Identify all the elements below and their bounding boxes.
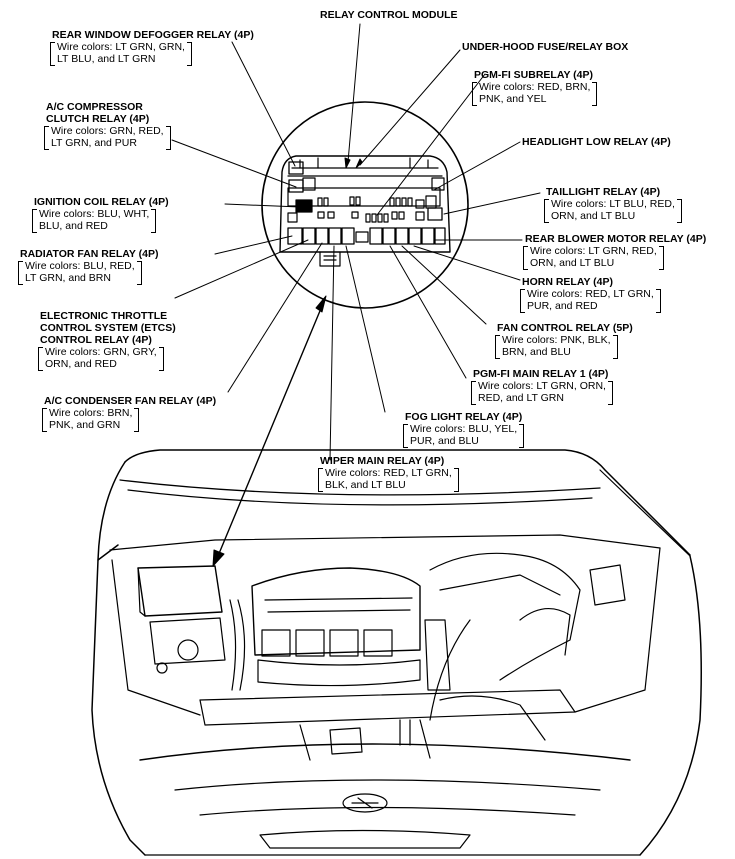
- rear-window-defogger-wire-colors: Wire colors: LT GRN, GRN, LT BLU, and LT…: [50, 41, 192, 66]
- etcs-control-relay-title-line: CONTROL RELAY (4P): [40, 334, 152, 346]
- radiator-fan-relay-label: RADIATOR FAN RELAY (4P) Wire colors: BLU…: [18, 248, 159, 285]
- ac-compressor-clutch-relay-title-line: A/C COMPRESSOR: [46, 101, 143, 113]
- ac-condenser-fan-relay-label: A/C CONDENSER FAN RELAY (4P) Wire colors…: [42, 395, 217, 432]
- wire-colors-line: Wire colors: BLU, YEL,: [410, 423, 518, 435]
- ignition-coil-relay-label: IGNITION COIL RELAY (4P) Wire colors: BL…: [32, 196, 169, 233]
- leader-lines: [171, 23, 541, 567]
- wire-colors-line: Wire colors: GRN, GRY,: [45, 346, 157, 358]
- horn-wire-colors: Wire colors: RED, LT GRN, PUR, and RED: [520, 288, 661, 313]
- fan-control-wire-colors: Wire colors: PNK, BLK, BRN, and BLU: [495, 334, 618, 359]
- wire-colors-line: LT GRN, and BRN: [25, 272, 111, 284]
- wire-colors-line: Wire colors: RED, BRN,: [479, 81, 591, 93]
- wire-colors-line: BRN, and BLU: [502, 346, 571, 358]
- fuse-box-label: UNDER-HOOD FUSE/RELAY BOX: [462, 41, 628, 53]
- wire-colors-line: Wire colors: LT GRN, ORN,: [478, 380, 606, 392]
- radiator-fan-wire-colors: Wire colors: BLU, RED, LT GRN, and BRN: [18, 260, 142, 285]
- relay-control-module-title: RELAY CONTROL MODULE: [320, 9, 458, 21]
- wire-colors-line: LT BLU, and LT GRN: [57, 53, 156, 65]
- wiper-main-wire-colors: Wire colors: RED, LT GRN, BLK, and LT BL…: [318, 467, 459, 492]
- wire-colors-line: Wire colors: BLU, RED,: [25, 260, 135, 272]
- wire-colors-line: Wire colors: RED, LT GRN,: [325, 467, 452, 479]
- wire-colors-line: Wire colors: GRN, RED,: [51, 125, 164, 137]
- wire-colors-line: ORN, and LT BLU: [551, 210, 636, 222]
- wire-colors-line: Wire colors: LT BLU, RED,: [551, 198, 675, 210]
- wire-colors-line: BLK, and LT BLU: [325, 479, 406, 491]
- wire-colors-line: ORN, and LT BLU: [530, 257, 615, 269]
- wire-colors-line: ORN, and RED: [45, 358, 117, 370]
- relay-control-module-label: RELAY CONTROL MODULE: [320, 9, 457, 21]
- rear-blower-motor-relay-title: REAR BLOWER MOTOR RELAY (4P): [525, 233, 707, 245]
- taillight-relay-label: TAILLIGHT RELAY (4P) Wire colors: LT BLU…: [544, 186, 682, 223]
- wire-colors-line: BLU, and RED: [39, 220, 108, 232]
- wire-colors-line: Wire colors: LT GRN, RED,: [530, 245, 657, 257]
- fuse-box-detail-circle: [261, 101, 469, 309]
- horn-relay-title: HORN RELAY (4P): [522, 276, 614, 288]
- fog-light-relay-label: FOG LIGHT RELAY (4P) Wire colors: BLU, Y…: [403, 411, 525, 448]
- wire-colors-line: Wire colors: BLU, WHT,: [39, 208, 150, 220]
- ac-compressor-clutch-relay-label: A/C COMPRESSOR CLUTCH RELAY (4P) Wire co…: [44, 101, 171, 150]
- pgm-fi-main-relay-1-wire-colors: Wire colors: LT GRN, ORN, RED, and LT GR…: [471, 380, 613, 405]
- fan-control-relay-label: FAN CONTROL RELAY (5P) Wire colors: PNK,…: [495, 322, 633, 359]
- taillight-wire-colors: Wire colors: LT BLU, RED, ORN, and LT BL…: [544, 198, 682, 223]
- fog-light-wire-colors: Wire colors: BLU, YEL, PUR, and BLU: [403, 423, 525, 448]
- wire-colors-line: PUR, and BLU: [410, 435, 479, 447]
- pgm-fi-subrelay-wire-colors: Wire colors: RED, BRN, PNK, and YEL: [472, 81, 598, 106]
- horn-relay-label: HORN RELAY (4P) Wire colors: RED, LT GRN…: [520, 276, 661, 313]
- pgm-fi-subrelay-label: PGM-FI SUBRELAY (4P) Wire colors: RED, B…: [472, 69, 598, 106]
- ignition-coil-wire-colors: Wire colors: BLU, WHT, BLU, and RED: [32, 208, 157, 233]
- etcs-control-relay-title-line: ELECTRONIC THROTTLE: [40, 310, 168, 322]
- ac-condenser-fan-relay-title: A/C CONDENSER FAN RELAY (4P): [44, 395, 217, 407]
- etcs-control-relay-title-line: CONTROL SYSTEM (ETCS): [40, 322, 176, 334]
- rear-blower-motor-wire-colors: Wire colors: LT GRN, RED, ORN, and LT BL…: [523, 245, 664, 270]
- pgm-fi-main-relay-1-title: PGM-FI MAIN RELAY 1 (4P): [473, 368, 609, 380]
- pgm-fi-subrelay-title: PGM-FI SUBRELAY (4P): [474, 69, 594, 81]
- wire-colors-line: RED, and LT GRN: [478, 392, 564, 404]
- wire-colors-line: LT GRN, and PUR: [51, 137, 137, 149]
- rear-blower-motor-relay-label: REAR BLOWER MOTOR RELAY (4P) Wire colors…: [523, 233, 707, 270]
- fan-control-relay-title: FAN CONTROL RELAY (5P): [497, 322, 633, 334]
- taillight-relay-title: TAILLIGHT RELAY (4P): [546, 186, 661, 198]
- radiator-fan-relay-title: RADIATOR FAN RELAY (4P): [20, 248, 159, 260]
- rear-window-defogger-relay-title: REAR WINDOW DEFOGGER RELAY (4P): [52, 29, 254, 41]
- fuse-box-title: UNDER-HOOD FUSE/RELAY BOX: [462, 41, 629, 53]
- ac-compressor-wire-colors: Wire colors: GRN, RED, LT GRN, and PUR: [44, 125, 171, 150]
- headlight-low-relay-label: HEADLIGHT LOW RELAY (4P): [522, 136, 671, 148]
- wire-colors-line: Wire colors: LT GRN, GRN,: [57, 41, 185, 53]
- wiper-main-relay-title: WIPER MAIN RELAY (4P): [320, 455, 445, 467]
- wire-colors-line: Wire colors: PNK, BLK,: [502, 334, 611, 346]
- etcs-control-wire-colors: Wire colors: GRN, GRY, ORN, and RED: [38, 346, 164, 371]
- etcs-control-relay-label: ELECTRONIC THROTTLE CONTROL SYSTEM (ETCS…: [38, 310, 176, 371]
- ac-compressor-clutch-relay-title-line: CLUTCH RELAY (4P): [46, 113, 150, 125]
- headlight-low-relay-title: HEADLIGHT LOW RELAY (4P): [522, 136, 671, 148]
- wire-colors-line: Wire colors: BRN,: [49, 407, 133, 419]
- wire-colors-line: PNK, and GRN: [49, 419, 121, 431]
- ignition-coil-relay-title: IGNITION COIL RELAY (4P): [34, 196, 169, 208]
- fog-light-relay-title: FOG LIGHT RELAY (4P): [405, 411, 523, 423]
- wire-colors-line: PNK, and YEL: [479, 93, 547, 105]
- wire-colors-line: Wire colors: RED, LT GRN,: [527, 288, 654, 300]
- pgm-fi-main-relay-1-label: PGM-FI MAIN RELAY 1 (4P) Wire colors: LT…: [471, 368, 613, 405]
- wiper-main-relay-label: WIPER MAIN RELAY (4P) Wire colors: RED, …: [318, 455, 459, 492]
- engine-bay-drawing: [91, 449, 702, 856]
- ac-condenser-fan-wire-colors: Wire colors: BRN, PNK, and GRN: [42, 407, 140, 432]
- wire-colors-line: PUR, and RED: [527, 300, 598, 312]
- rear-window-defogger-relay-label: REAR WINDOW DEFOGGER RELAY (4P) Wire col…: [50, 29, 254, 66]
